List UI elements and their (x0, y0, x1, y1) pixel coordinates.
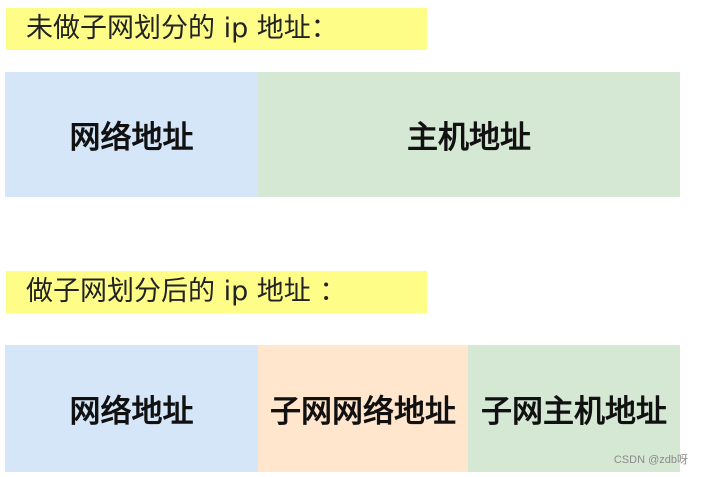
watermark: CSDN @zdb呀 (613, 454, 688, 466)
after-subnet-label: 做子网划分后的 ip 地址 ： (6, 271, 427, 313)
host-address-segment: 主机地址 (258, 72, 680, 197)
subnet-network-address-segment: 子网网络地址 (258, 345, 468, 472)
network-address-segment: 网络地址 (5, 72, 258, 197)
before-address-bar: 网络地址 主机地址 (5, 72, 680, 197)
after-address-bar: 网络地址 子网网络地址 子网主机地址 (5, 345, 680, 472)
subnet-host-address-segment: 子网主机地址 (468, 345, 680, 472)
before-subnet-label: 未做子网划分的 ip 地址： (6, 8, 427, 50)
network-address-segment: 网络地址 (5, 345, 258, 472)
